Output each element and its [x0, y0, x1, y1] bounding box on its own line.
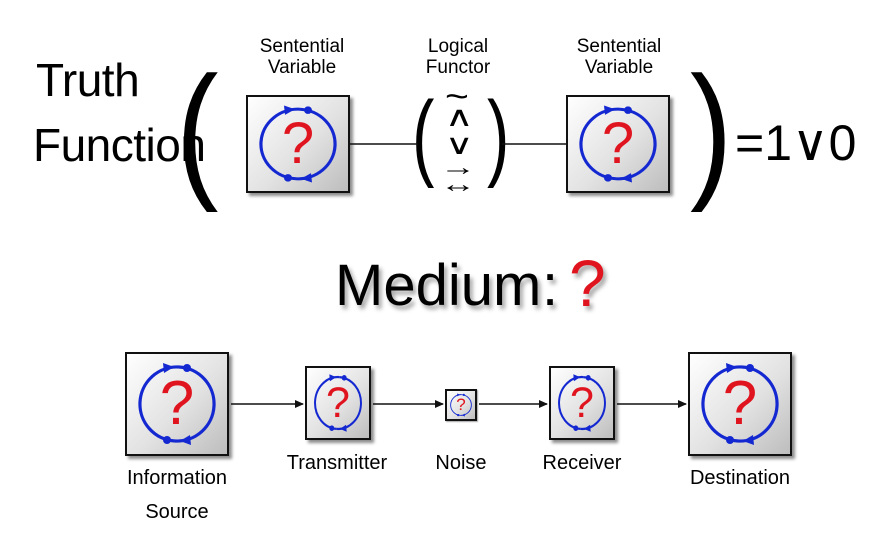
functor-symbol-implication: →: [440, 154, 476, 181]
information-source-box: ?: [125, 352, 229, 456]
cycle-arrows-icon: [314, 374, 362, 432]
cycle-arrows-icon: [558, 374, 606, 432]
functor-symbol-negation: ~: [445, 78, 469, 116]
question-mark-icon: ?: [601, 111, 635, 176]
right-big-parenthesis: ): [690, 45, 733, 213]
noise-box: ?: [445, 389, 477, 421]
truth-function-title-line2: Function: [33, 119, 206, 171]
receiver-label: Receiver: [542, 452, 622, 474]
destination-label: Destination: [689, 467, 791, 489]
right-sentential-variable-box: ?: [566, 95, 670, 193]
cycle-arrows-icon: [138, 363, 216, 445]
cycle-arrows-icon: [259, 105, 337, 183]
transmitter-label: Transmitter: [286, 452, 388, 474]
left-big-parenthesis: (: [176, 45, 219, 213]
receiver-box: ?: [549, 366, 615, 440]
question-mark-icon: ?: [159, 369, 195, 438]
question-mark-icon: ?: [326, 379, 350, 427]
transmitter-box: ?: [305, 366, 371, 440]
truth-value-equation: =1∨0: [735, 115, 857, 171]
functor-symbol-or: ∨: [444, 129, 474, 160]
cycle-arrows-icon: [450, 393, 472, 417]
noise-label: Noise: [435, 452, 487, 474]
functor-label: Logical Functor: [425, 36, 491, 78]
left-variable-label: Sentential Variable: [259, 36, 345, 78]
medium-label: Medium: [335, 253, 542, 318]
functor-symbol-and: ∧: [444, 101, 474, 132]
functor-right-parenthesis: ): [487, 82, 510, 189]
right-variable-label: Sentential Variable: [576, 36, 662, 78]
information-source-label: Information Source: [126, 467, 228, 523]
medium-colon: :: [542, 253, 559, 318]
medium-question-mark: ?: [569, 246, 606, 320]
functor-left-parenthesis: (: [412, 82, 435, 189]
truth-function-title-line1: Truth: [36, 54, 140, 106]
functor-symbol-biconditional: ↔: [440, 171, 476, 198]
question-mark-icon: ?: [281, 111, 315, 176]
question-mark-icon: ?: [570, 379, 594, 427]
question-mark-icon: ?: [722, 369, 758, 438]
cycle-arrows-icon: [579, 105, 657, 183]
question-mark-icon: ?: [456, 395, 466, 414]
cycle-arrows-icon: [701, 363, 779, 445]
destination-box: ?: [688, 352, 792, 456]
left-sentential-variable-box: ?: [246, 95, 350, 193]
